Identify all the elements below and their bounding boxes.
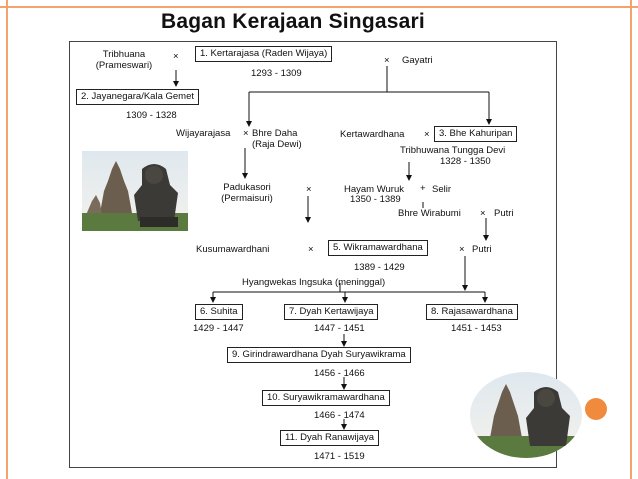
node-kertawijaya: 7. Dyah Kertawijaya	[284, 304, 379, 320]
node-kusumawardhani: Kusumawardhani	[196, 244, 270, 255]
node-wijayarajasa: Wijayarajasa	[176, 128, 231, 139]
node-hyangwekas: Hyangwekas Ingsuka (meninggal)	[242, 277, 386, 288]
node-girindrawardhana-years: 1456 - 1466	[314, 368, 365, 379]
node-kertawardhana: Kertawardhana	[340, 129, 405, 140]
node-hayam-wuruk: Hayam Wuruk	[344, 184, 405, 195]
node-kertawijaya-years: 1447 - 1451	[314, 323, 365, 334]
node-gayatri: Gayatri	[402, 55, 433, 66]
node-tribhuwana-years: 1328 - 1350	[440, 156, 491, 167]
marriage-mark: ×	[459, 244, 465, 255]
slide-right-border	[630, 0, 632, 479]
node-wikramawardhana: 5. Wikramawardhana	[328, 240, 428, 256]
plus-mark: +	[420, 183, 426, 194]
temple-statue-photo-round	[470, 372, 582, 458]
slide-title: Bagan Kerajaan Singasari	[161, 10, 425, 33]
node-bhre-wirabumi: Bhre Wirabumi	[398, 208, 461, 219]
node-bhre-kahuripan: 3. Bhe Kahuripan	[434, 126, 518, 142]
node-kertarajasa: 1. Kertarajasa (Raden Wijaya)	[195, 46, 333, 62]
slide-left-border	[6, 0, 8, 479]
temple-statue-photo	[82, 151, 188, 231]
node-rajasawardhana-years: 1451 - 1453	[451, 323, 502, 334]
node-ranawijaya-years: 1471 - 1519	[314, 451, 365, 462]
marriage-mark: ×	[306, 184, 312, 195]
node-tribhuana: Tribhuana (Prameswari)	[95, 49, 153, 71]
node-wikramawardhana-years: 1389 - 1429	[354, 262, 405, 273]
node-rajasawardhana: 8. Rajasawardhana	[426, 304, 518, 320]
node-putri-2: Putri	[472, 244, 492, 255]
decorative-dot	[585, 398, 607, 420]
node-suryawikramawardhana: 10. Suryawikramawardhana	[262, 390, 390, 406]
node-suhita: 6. Suhita	[195, 304, 243, 320]
node-kertarajasa-years: 1293 - 1309	[251, 68, 302, 79]
node-selir: Selir	[432, 184, 452, 195]
marriage-mark: ×	[384, 55, 390, 66]
node-suryawikramawardhana-years: 1466 - 1474	[314, 410, 365, 421]
marriage-mark: ×	[173, 51, 179, 62]
node-jayanegara: 2. Jayanegara/Kala Gemet	[76, 89, 200, 105]
node-bhre-daha: Bhre Daha (Raja Dewi)	[252, 128, 302, 150]
node-hayam-wuruk-years: 1350 - 1389	[350, 194, 401, 205]
node-tribhuwana-tunggadewi: Tribhuwana Tungga Devi	[400, 145, 506, 156]
marriage-mark: ×	[243, 128, 249, 139]
node-girindrawardhana: 9. Girindrawardhana Dyah Suryawikrama	[227, 347, 411, 363]
node-jayanegara-years: 1309 - 1328	[126, 110, 177, 121]
node-ranawijaya: 11. Dyah Ranawijaya	[280, 430, 380, 446]
node-putri-1: Putri	[494, 208, 514, 219]
marriage-mark: ×	[308, 244, 314, 255]
marriage-mark: ×	[480, 208, 486, 219]
node-suhita-years: 1429 - 1447	[193, 323, 244, 334]
marriage-mark: ×	[424, 129, 430, 140]
node-padukasori: Padukasori (Permaisuri)	[221, 182, 273, 204]
slide-top-border	[0, 0, 638, 8]
